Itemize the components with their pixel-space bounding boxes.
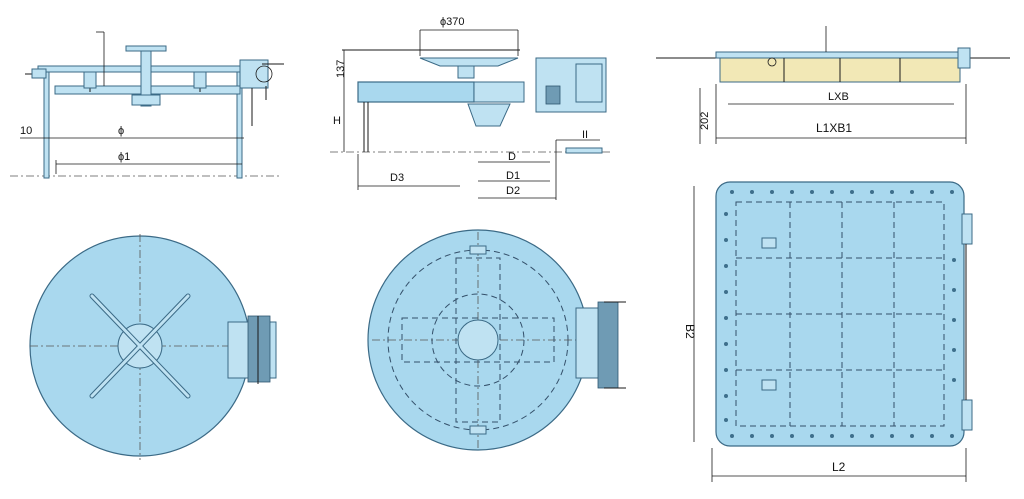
- handwheel-hatch-plan-view: [367, 229, 626, 451]
- round-hatch-side-view: 10 ϕ ϕ1: [10, 31, 284, 179]
- dim-l1xb1-label: L1XB1: [816, 121, 852, 135]
- dim-l2-label: L2: [832, 460, 846, 474]
- dim-202-label: 202: [699, 112, 711, 130]
- dim-10-label: 10: [20, 125, 32, 137]
- dim-phi1-label: ϕ1: [118, 151, 130, 163]
- dim-d3-label: D3: [390, 172, 404, 184]
- rect-hatch-side-view: LXB L1XB1 202: [656, 26, 1010, 144]
- dim-d1-label: D1: [506, 170, 520, 182]
- handwheel-hatch-side-view: ϕ370 137 H D3 D D1 D2 II: [330, 16, 610, 200]
- dim-phi370-label: ϕ370: [440, 16, 465, 28]
- dim-ii-label: II: [582, 129, 588, 141]
- dim-phi-label: ϕ: [118, 125, 124, 137]
- dim-b2-label: B2: [683, 324, 697, 339]
- round-hatch-plan-view: [29, 234, 277, 460]
- rect-hatch-plan-view: B2 L2: [683, 181, 973, 482]
- dim-h-label: H: [333, 115, 341, 127]
- dim-d-label: D: [508, 151, 516, 163]
- dim-lxb-label: LXB: [828, 91, 849, 103]
- dim-137-label: 137: [335, 60, 347, 78]
- dim-d2-label: D2: [506, 185, 520, 197]
